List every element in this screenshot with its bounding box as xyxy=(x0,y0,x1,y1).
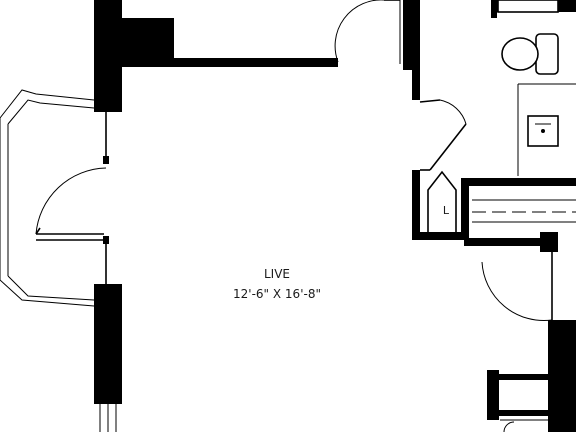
bathtub-icon xyxy=(497,0,559,13)
balcony-outline xyxy=(0,89,104,307)
toilet-bowl-icon xyxy=(501,37,539,71)
lower-fixture xyxy=(500,416,561,432)
walls xyxy=(94,0,576,432)
linen-closet: L xyxy=(427,170,457,232)
drain-icon xyxy=(541,129,545,133)
entry-door xyxy=(334,0,407,64)
room-name: LIVE xyxy=(264,267,290,281)
bath-door xyxy=(481,252,553,322)
room-dimensions: 12'-6" X 16'-8" xyxy=(233,287,321,301)
hall-door xyxy=(419,99,467,171)
sliding-closet xyxy=(472,199,576,223)
toilet-tank-icon xyxy=(535,33,559,75)
bathroom xyxy=(497,0,576,176)
linen-closet-label: L xyxy=(443,204,450,217)
left-door xyxy=(35,112,109,284)
bottom-window xyxy=(99,392,117,432)
